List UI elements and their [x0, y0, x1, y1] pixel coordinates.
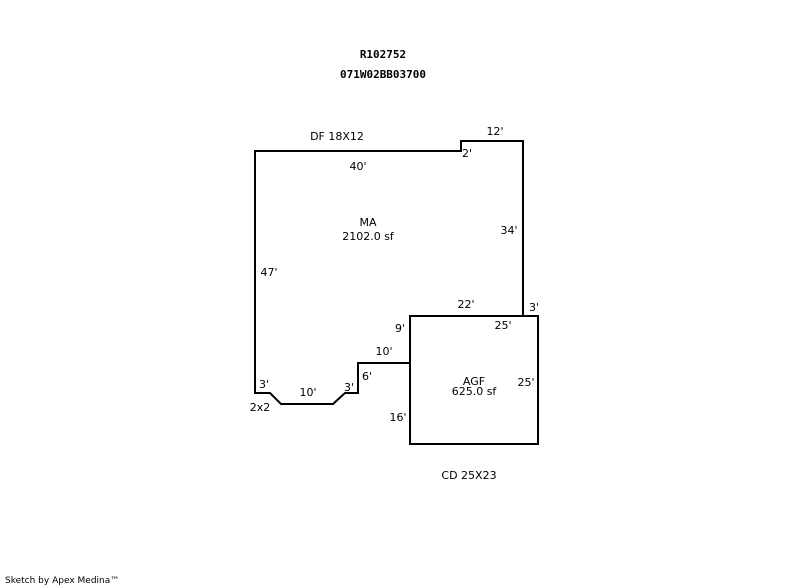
- dim-garage-top-25: 25': [494, 319, 511, 332]
- dim-bottom-3-right: 3': [344, 381, 354, 394]
- map-tax-lot: 071W02BB03700: [340, 68, 426, 81]
- dim-top-40: 40': [349, 160, 366, 173]
- deck-finished-label: DF 18X12: [310, 130, 364, 143]
- main-area-size: 2102.0 sf: [342, 230, 395, 243]
- dim-left-47: 47': [260, 266, 277, 279]
- garage-area-code: AGF: [463, 375, 485, 388]
- dim-garage-left-16: 16': [389, 411, 406, 424]
- dim-right-34: 34': [500, 224, 517, 237]
- corner-label: 2x2: [250, 401, 271, 414]
- dim-top-jog-2: 2': [462, 147, 472, 160]
- garage-area-size: 625.0 sf: [452, 385, 498, 398]
- dim-bottom-3-left: 3': [259, 378, 269, 391]
- main-area-outline: [254, 140, 524, 405]
- sketch-credit: Sketch by Apex Medina™: [5, 576, 119, 586]
- dim-mid-22: 22': [457, 298, 474, 311]
- dim-top-jog-12: 12': [486, 125, 503, 138]
- dim-mid-9: 9': [395, 322, 405, 335]
- dim-garage-right-25: 25': [517, 376, 534, 389]
- concrete-deck-label: CD 25X23: [441, 469, 496, 482]
- dim-right-3: 3': [529, 301, 539, 314]
- garage-outline: [409, 315, 539, 445]
- dim-mid-6: 6': [362, 370, 372, 383]
- account-number: R102752: [360, 48, 406, 61]
- dim-mid-10: 10': [375, 345, 392, 358]
- main-area-code: MA: [359, 216, 376, 229]
- dim-bottom-10: 10': [299, 386, 316, 399]
